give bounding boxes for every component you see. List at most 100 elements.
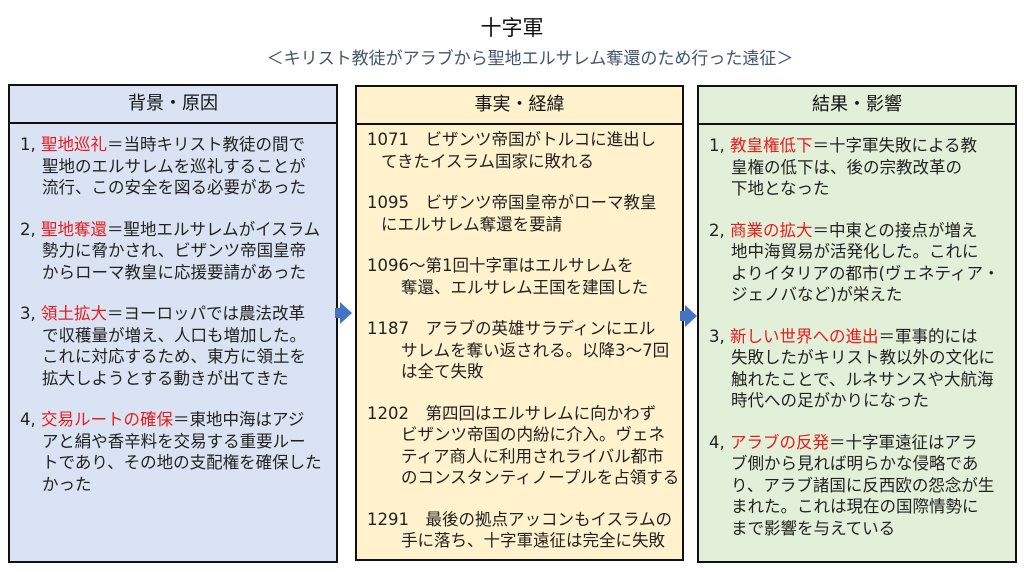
item-text-line: 下地となった [731, 179, 830, 198]
item-text: ＝軍事的には [878, 326, 978, 346]
list-item: 4, アラブの反発＝十字軍遠征はアラブ側から見れば明らかな侵略であり、アラブ諸国… [709, 432, 1007, 540]
item-text: ＝当時キリスト教徒の間で [107, 135, 305, 154]
item-first-line: 1, 教皇権低下＝十字軍失敗による教 [709, 135, 1007, 157]
column-heading: 事実・経緯 [357, 87, 682, 125]
item-first-line: 3, 領土拡大＝ヨーロッパでは農法改革 [20, 303, 328, 325]
item-text: ＝ヨーロッパでは農法改革 [107, 304, 305, 323]
item-keyword: 聖地奪還 [41, 219, 107, 239]
item-keyword: 商業の拡大 [730, 220, 813, 240]
item-keyword: 交易ルートの確保 [41, 410, 173, 429]
list-item: 1187 アラブの英雄サラディンにエルサレムを奪い返される。以降3～7回は全て失… [367, 318, 674, 383]
item-text: ＝東地中海はアジ [173, 410, 305, 429]
column-background-causes: 背景・原因 1, 聖地巡礼＝当時キリスト教徒の間で聖地のエルサレムを巡礼すること… [8, 84, 338, 563]
item-first-line: 1095 ビザンツ帝国皇帝がローマ教皇 [367, 192, 674, 214]
list-item: 1291 最後の拠点アッコンもイスラムの手に落ち、十字軍遠征は完全に失敗 [367, 509, 674, 552]
item-text-line: まで影響を与えている [731, 518, 896, 538]
item-text: ＝中東との接点が増え [812, 220, 978, 240]
item-first-line: 2, 商業の拡大＝中東との接点が増え [709, 220, 1007, 242]
item-text: 最後の拠点アッコンもイスラムの [425, 509, 673, 529]
item-first-line: 3, 新しい世界への進出＝軍事的には [709, 326, 1007, 348]
item-text: ＝十字軍遠征はアラ [829, 432, 978, 452]
item-text-line: サレムを奪い返される。以降3～7回 [401, 340, 670, 360]
page-title: 十字軍 [480, 16, 544, 40]
item-text-line: 触れたことで、ルネサンスや大航海 [731, 369, 994, 389]
item-number: 2, [709, 220, 730, 240]
item-text-line: ジェノバなど)が栄えた [731, 285, 903, 304]
item-keyword: アラブの反発 [730, 432, 829, 452]
item-number: 1096～ [367, 256, 426, 275]
item-keyword: 領土拡大 [41, 304, 107, 323]
item-text-line: これに対応するため、東方に領土を [42, 347, 306, 366]
column-body: 1071 ビザンツ帝国がトルコに進出してきたイスラム国家に敗れる 1095 ビザン… [357, 125, 682, 552]
item-number: 1, [709, 136, 730, 155]
item-text-line: まれた。これは現在の国際情勢に [731, 497, 979, 516]
item-first-line: 1, 聖地巡礼＝当時キリスト教徒の間で [20, 134, 328, 156]
item-text-line: り、アラブ諸国に反西欧の怨念が生 [731, 475, 995, 495]
item-number: 4, [709, 432, 730, 452]
item-number: 1291 [367, 509, 426, 529]
column-heading: 背景・原因 [10, 86, 336, 124]
list-item: 1202 第四回はエルサレムに向かわずビザンツ帝国の内紛に介入。ヴェネティア商人… [367, 403, 680, 489]
item-text-line: ビザンツ帝国の内紛に介入。ヴェネ [401, 425, 665, 444]
list-item: 1, 教皇権低下＝十字軍失敗による教皇権の低下は、後の宗教改革の下地となった [709, 135, 1007, 200]
column-body: 1, 教皇権低下＝十字軍失敗による教皇権の低下は、後の宗教改革の下地となった 2,… [699, 125, 1015, 539]
list-item: 2, 商業の拡大＝中東との接点が増え地中海貿易が活発化した。これによりイタリアの… [709, 220, 1007, 306]
item-text: ビザンツ帝国皇帝がローマ教皇 [425, 193, 657, 212]
item-number: 3, [709, 326, 730, 346]
item-text-line: ブ側から見れば明らかな侵略であ [731, 454, 979, 473]
item-first-line: 1202 第四回はエルサレムに向かわず [367, 403, 674, 425]
column-heading: 結果・影響 [699, 87, 1015, 125]
item-text-line: 時代への足がかりになった [731, 391, 929, 410]
item-text-line: アと絹や香辛料を交易する重要ルー [42, 431, 306, 451]
item-text-line: 奪還、エルサレム王国を建国した [401, 277, 649, 297]
item-text-line: トであり、その地の支配権を確保した [42, 453, 322, 472]
list-item: 3, 新しい世界への進出＝軍事的には失敗したがキリスト教以外の文化に触れたことで… [709, 326, 1007, 412]
column-results-effects: 結果・影響 1, 教皇権低下＝十字軍失敗による教皇権の低下は、後の宗教改革の下地… [697, 85, 1017, 563]
item-text: 第1回十字軍はエルサレムを [425, 256, 634, 275]
item-keyword: 新しい世界への進出 [730, 326, 879, 346]
item-text: 第四回はエルサレムに向かわず [425, 403, 657, 423]
item-text: アラブの英雄サラディンにエル [425, 319, 656, 338]
item-first-line: 1071 ビザンツ帝国がトルコに進出し [367, 129, 674, 151]
item-number: 1187 [367, 319, 426, 338]
item-text-line: 拡大しようとする動きが出てきた [42, 368, 289, 388]
item-number: 3, [20, 304, 41, 323]
item-first-line: 2, 聖地奪還＝聖地エルサレムがイスラム [20, 219, 328, 241]
list-item: 1096～第1回十字軍はエルサレムを奪還、エルサレム王国を建国した [367, 255, 674, 298]
item-first-line: 1187 アラブの英雄サラディンにエル [367, 318, 674, 340]
item-text-line: ティア商人に利用されライバル都市 [401, 446, 664, 466]
item-first-line: 4, 交易ルートの確保＝東地中海はアジ [20, 409, 328, 431]
item-text-line: は全て失敗 [401, 362, 484, 381]
item-text-line: にエルサレム奪還を要請 [381, 214, 563, 234]
item-keyword: 教皇権低下 [730, 136, 813, 155]
column-body: 1, 聖地巡礼＝当時キリスト教徒の間で聖地のエルサレムを巡礼することが流行、この… [10, 124, 336, 495]
item-text-line: 聖地のエルサレムを巡礼することが [42, 156, 306, 176]
item-text-line: てきたイスラム国家に敗れる [381, 151, 595, 171]
list-item: 2, 聖地奪還＝聖地エルサレムがイスラム勢力に脅かされ、ビザンツ帝国皇帝からロー… [20, 219, 328, 284]
item-text-line: かった [42, 474, 92, 494]
item-text-line: 手に落ち、十字軍遠征は完全に失敗 [401, 531, 665, 550]
item-text-line: 失敗したがキリスト教以外の文化に [731, 348, 995, 367]
right-arrow-icon [680, 305, 697, 327]
item-first-line: 1291 最後の拠点アッコンもイスラムの [367, 509, 674, 531]
item-text-line: 地中海貿易が活発化した。これに [731, 242, 979, 261]
item-text-line: 勢力に脅かされ、ビザンツ帝国皇帝 [42, 241, 307, 260]
list-item: 3, 領土拡大＝ヨーロッパでは農法改革で収穫量が増え、人口も増加した。これに対応… [20, 303, 328, 389]
item-text-line: からローマ教皇に応援要請があった [42, 262, 306, 282]
list-item: 1071 ビザンツ帝国がトルコに進出してきたイスラム国家に敗れる [367, 129, 674, 172]
item-number: 1, [20, 135, 41, 154]
item-text-line: のコンスタンティノープルを占領する [401, 468, 680, 487]
item-text: ＝聖地エルサレムがイスラム [107, 219, 321, 239]
item-number: 1202 [367, 403, 426, 423]
item-number: 1071 [367, 130, 426, 149]
list-item: 1, 聖地巡礼＝当時キリスト教徒の間で聖地のエルサレムを巡礼することが流行、この… [20, 134, 328, 199]
item-number: 2, [20, 219, 41, 239]
item-text-line: で収穫量が増え、人口も増加した。 [42, 325, 306, 345]
list-item: 4, 交易ルートの確保＝東地中海はアジアと絹や香辛料を交易する重要ルートであり、… [20, 409, 328, 495]
item-text: ＝十字軍失敗による教 [812, 136, 978, 155]
item-text-line: よりイタリアの都市(ヴェネティア・ [731, 263, 1000, 283]
item-text-line: 流行、この安全を図る必要があった [42, 178, 306, 197]
item-first-line: 4, アラブの反発＝十字軍遠征はアラ [709, 432, 1007, 454]
item-keyword: 聖地巡礼 [41, 135, 107, 154]
